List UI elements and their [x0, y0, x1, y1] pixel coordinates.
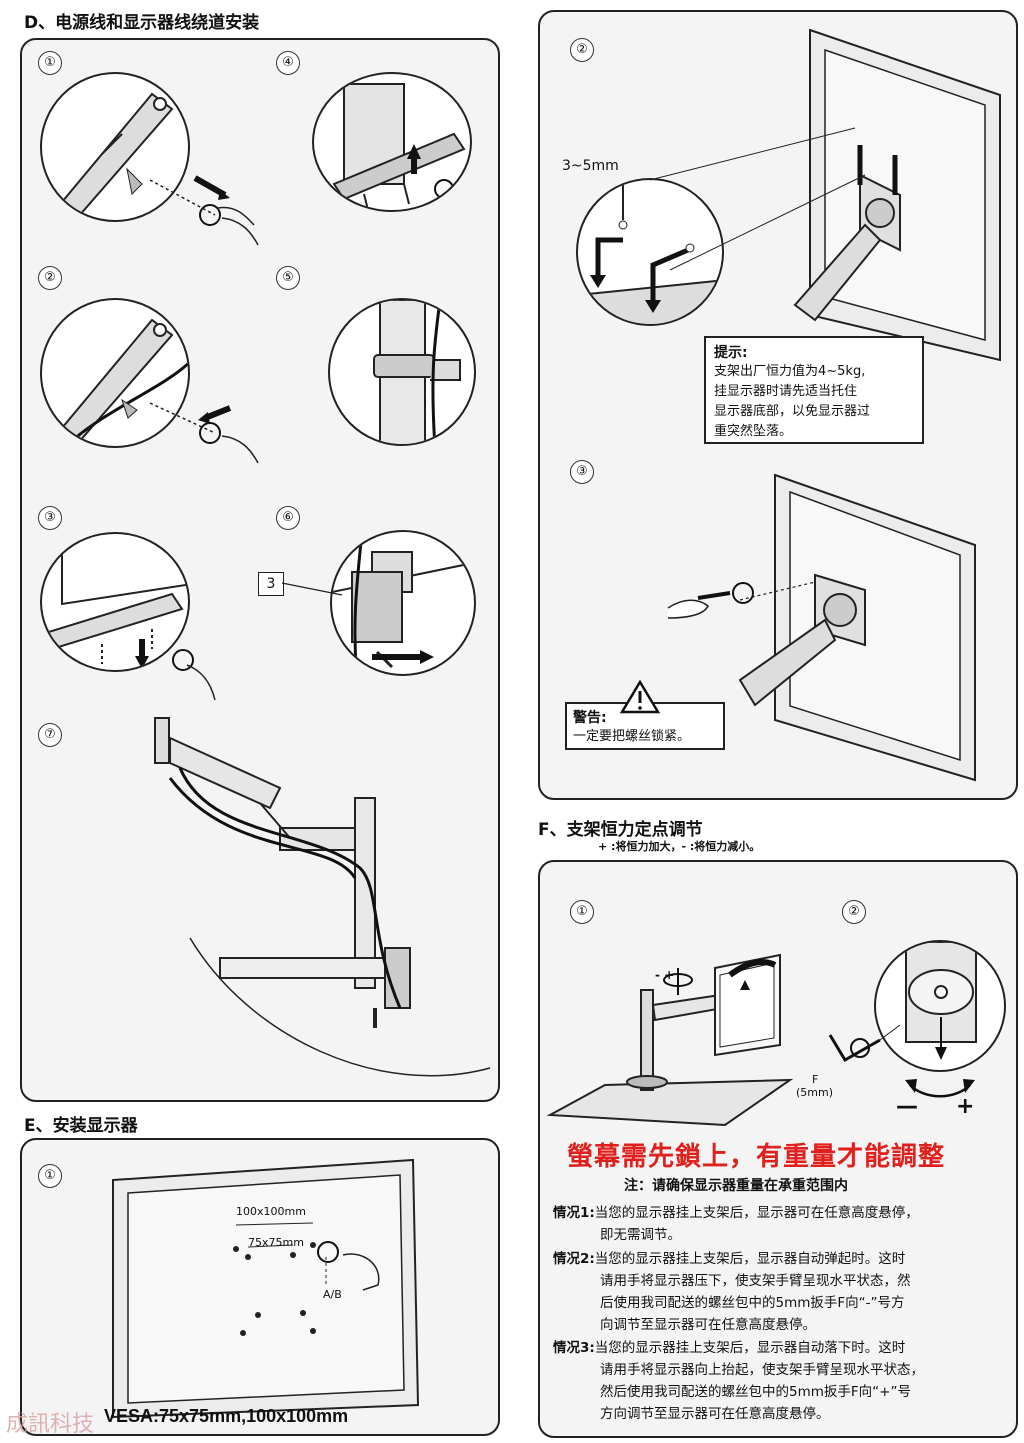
f2-wrench-5mm: (5mm): [796, 1086, 834, 1099]
section-e-title: E、安装显示器: [24, 1116, 138, 1136]
step-e1: ①: [38, 1164, 62, 1188]
d3-base-illustration: [40, 532, 190, 672]
case-1-line-1: 当您的显示器挂上支架后，显示器可在任意高度悬停，: [594, 1205, 919, 1221]
e-dim-75: 75x75mm: [248, 1236, 304, 1249]
e-monitor-back-illustration: [112, 1158, 420, 1419]
step-d5: ⑤: [276, 266, 300, 290]
f1-minus-plus: - +: [655, 968, 675, 982]
case-2-label: 情况2:: [553, 1251, 595, 1267]
case-1: 情况1:当您的显示器挂上支架后，显示器可在任意高度悬停， 即无需调节。: [553, 1202, 1013, 1246]
case-3-line-1: 当您的显示器挂上支架后，显示器自动落下时。这时: [594, 1340, 906, 1356]
case-2-line-3: 后使用我司配送的螺丝包中的5mm扳手F向“-”号方: [600, 1295, 905, 1311]
step-d1: ①: [38, 51, 62, 75]
case-3-label: 情况3:: [553, 1340, 595, 1356]
r3-screwdriver-hand: [667, 582, 754, 619]
f-note: 注：请确保显示器重量在承重范围内: [624, 1178, 848, 1194]
section-d-title: D、电源线和显示器线绕道安装: [24, 13, 260, 33]
tip-line-2: 挂显示器时请先适当托住: [714, 384, 858, 399]
step-d6: ⑥: [276, 506, 300, 530]
warning-icon: [619, 679, 661, 714]
step-d7: ⑦: [38, 723, 62, 747]
e-vesa-label: VESA:75x75mm,100x100mm: [104, 1406, 349, 1426]
d7-assembled-arm-illustration: [154, 717, 491, 1077]
f1-desk-monitor-illustration: [546, 953, 794, 1127]
f2-minus-sign: —: [896, 1094, 918, 1119]
e-ab-label: A/B: [323, 1288, 342, 1301]
tip-line-3: 显示器底部，以免显示器过: [714, 404, 871, 419]
d3-screwdriver-hand: [172, 649, 216, 701]
step-r3: ③: [570, 460, 594, 484]
r2-detail-illustration: [576, 178, 724, 326]
tip-line-4: 重突然坠落。: [714, 424, 793, 439]
step-d3: ③: [38, 506, 62, 530]
step-d4: ④: [276, 51, 300, 75]
warning-line: 一定要把螺丝锁紧。: [573, 729, 691, 744]
step-d2: ②: [38, 266, 62, 290]
f2-rotate-arrow: [905, 1079, 975, 1098]
case-1-label: 情况1:: [553, 1205, 595, 1221]
f2-wrench-illustration: [828, 1024, 901, 1063]
case-2-line-4: 向调节至显示器可在任意高度悬停。: [600, 1317, 816, 1333]
r2-dim-3-5: 3~5mm: [562, 158, 619, 174]
tip-box: 提示: 支架出厂恒力值为4~5kg, 挂显示器时请先适当托住 显示器底部，以免显…: [704, 336, 924, 444]
step-f2: ②: [842, 900, 866, 924]
f2-adjust-detail-illustration: [874, 940, 1006, 1072]
d2-screw-hand: [149, 402, 259, 464]
case-3-line-4: 方向调节至显示器可在任意高度悬停。: [600, 1406, 830, 1422]
f-red-warning: 螢幕需先鎖上，有重量才能調整: [567, 1142, 946, 1172]
case-2-line-2: 请用手将显示器压下，使支架手臂呈现水平状态，然: [600, 1273, 911, 1289]
case-3-line-2: 请用手将显示器向上抬起，使支架手臂呈现水平状态，: [600, 1362, 924, 1378]
r2-zoom-lines: [649, 127, 866, 271]
f2-wrench-f: F: [812, 1073, 819, 1086]
d4-bracket-illustration: [312, 72, 472, 212]
case-3-line-3: 然后使用我司配送的螺丝包中的5mm扳手F向“+”号: [600, 1384, 911, 1400]
d2-cable-illustration: [40, 298, 190, 448]
case-1-line-2: 即无需调节。: [600, 1227, 681, 1243]
f2-plus-sign: +: [956, 1094, 975, 1119]
callout-3-leader: [281, 582, 343, 596]
callout-3-label: 3: [258, 572, 284, 596]
d6-clamp-illustration: [330, 530, 476, 676]
case-2-line-1: 当您的显示器挂上支架后，显示器自动弹起时。这时: [594, 1251, 906, 1267]
case-2: 情况2:当您的显示器挂上支架后，显示器自动弹起时。这时 请用手将显示器压下，使支…: [553, 1248, 1013, 1336]
warning-title: 警告:: [573, 710, 607, 726]
step-r2: ②: [570, 38, 594, 62]
tip-line-1: 支架出厂恒力值为4~5kg,: [714, 364, 866, 379]
d5-clip-illustration: [328, 298, 476, 446]
d1-screw-hand: [149, 175, 259, 246]
e-dim-100: 100x100mm: [236, 1205, 306, 1218]
r2-monitor-illustration: [793, 28, 1001, 362]
section-f-subtitle: + :将恒力加大，- :将恒力减小。: [598, 840, 761, 853]
tip-title: 提示:: [714, 345, 748, 361]
watermark: 成訊科技: [6, 1412, 95, 1437]
step-f1: ①: [570, 900, 594, 924]
section-f-title: F、支架恒力定点调节: [538, 820, 703, 840]
case-3: 情况3:当您的显示器挂上支架后，显示器自动落下时。这时 请用手将显示器向上抬起，…: [553, 1337, 1013, 1425]
r3-monitor-illustration: [738, 473, 976, 782]
d1-arm-illustration: [40, 72, 190, 222]
